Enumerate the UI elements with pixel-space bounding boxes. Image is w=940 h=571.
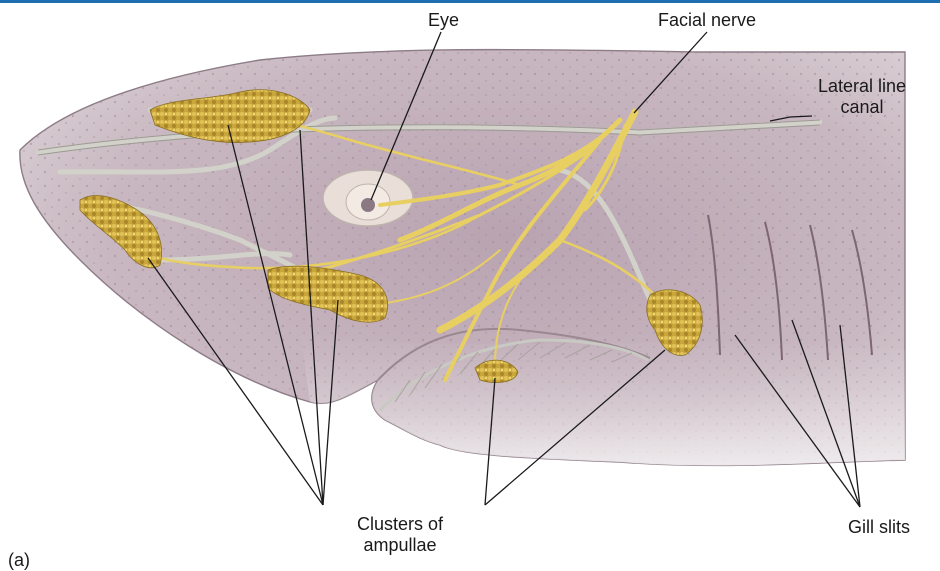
pupil [361,198,375,212]
label-clusters-of-ampullae: Clusters of ampullae [325,514,475,556]
top-border [0,0,940,3]
label-lateral-line-canal: Lateral line canal [812,76,912,118]
label-eye: Eye [428,10,459,31]
label-clusters-2: ampullae [325,535,475,556]
label-lateral-line-2: canal [812,97,912,118]
label-facial-nerve: Facial nerve [658,10,756,31]
label-gill-slits: Gill slits [848,517,910,538]
label-lateral-line-1: Lateral line [812,76,912,97]
label-clusters-1: Clusters of [325,514,475,535]
belly-shading [300,330,905,465]
label-panel: (a) [8,550,30,571]
